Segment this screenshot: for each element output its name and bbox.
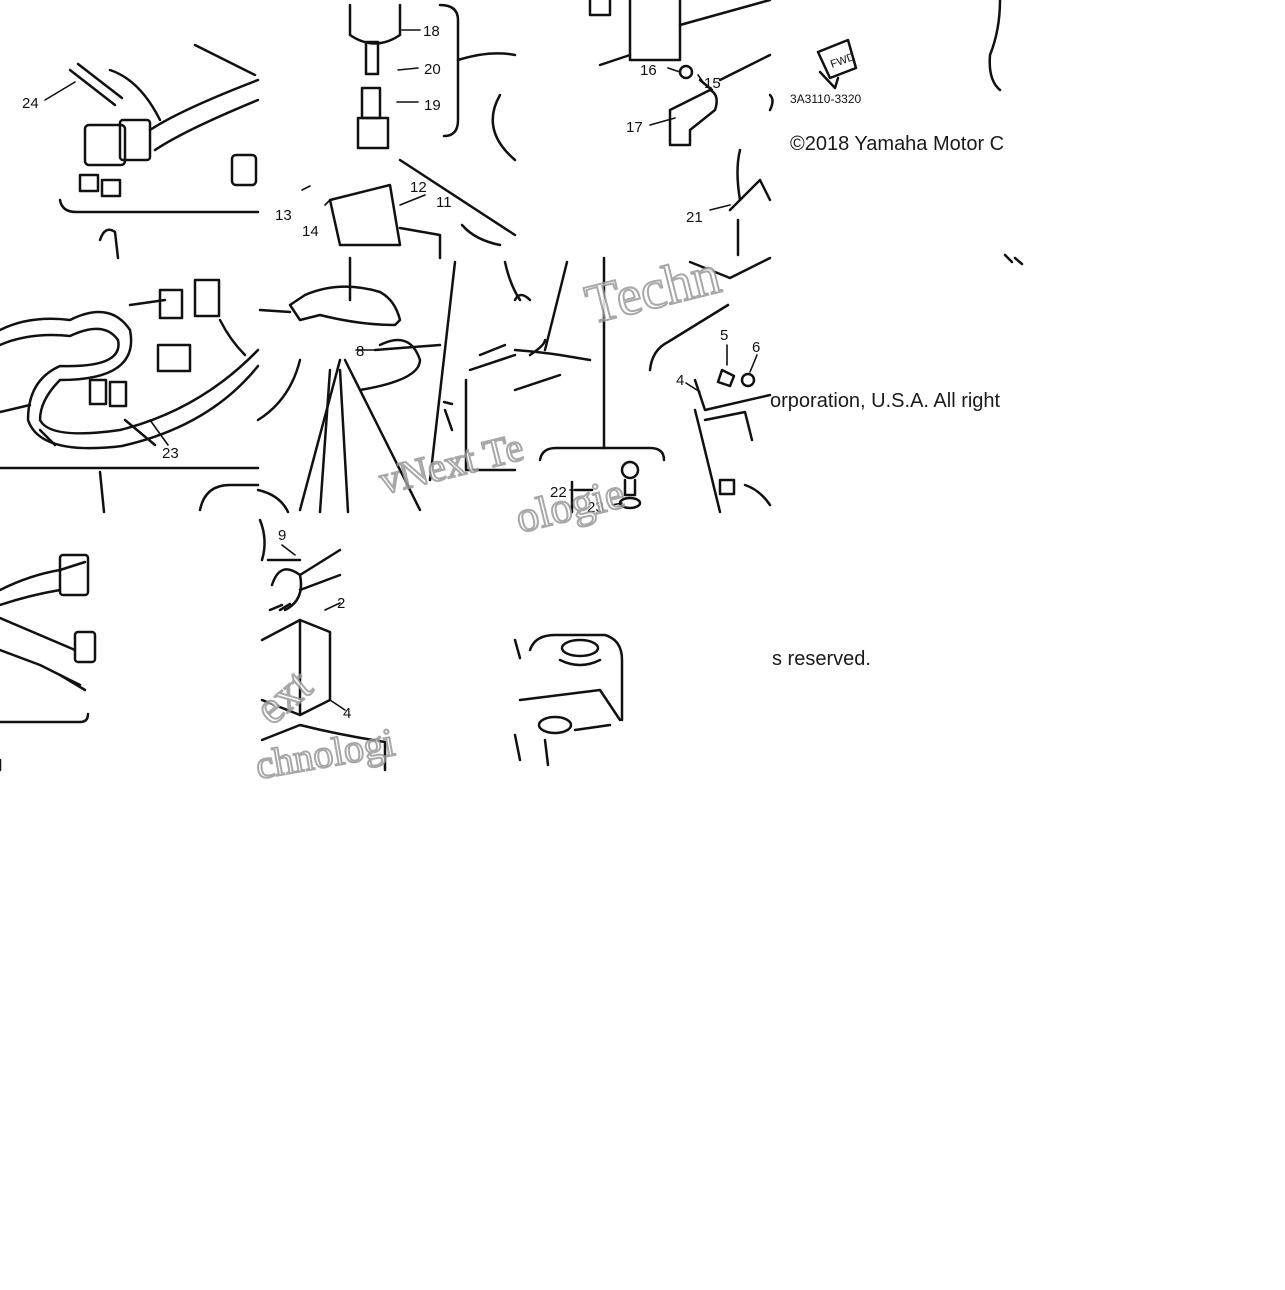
headlight-bracket-drawing bbox=[256, 256, 457, 514]
lower-connector-drawing bbox=[0, 553, 97, 772]
ignition-coil-drawing bbox=[588, 0, 772, 257]
wiring-loom-drawing bbox=[0, 278, 260, 514]
battery-box-drawing bbox=[258, 518, 387, 772]
callout-16: 17 bbox=[626, 119, 643, 136]
rod-screws-drawing bbox=[513, 256, 772, 514]
copyright-line-1: ©2018 Yamaha Motor C bbox=[790, 133, 1005, 155]
callout-13: 14 bbox=[302, 223, 319, 240]
callout-numbers: 24 18 20 19 12 11 13 14 16 15 17 21 23 5… bbox=[22, 23, 760, 722]
callout-14: 15 bbox=[704, 75, 721, 92]
callout-17: 18 bbox=[423, 23, 440, 40]
callout-2: 2 bbox=[337, 595, 345, 612]
callout-6: 5 bbox=[720, 327, 728, 344]
callout-15: 16 bbox=[640, 62, 657, 79]
callout-11: 12 bbox=[410, 179, 427, 196]
callout-5: 4 bbox=[676, 372, 684, 389]
callout-7: 6 bbox=[752, 339, 760, 356]
mounting-bracket-drawing bbox=[693, 368, 772, 514]
part-code: 3A3110-3320 bbox=[790, 92, 862, 106]
callout-20: 21 bbox=[686, 209, 703, 226]
callout-12: 13 bbox=[275, 207, 292, 224]
fwd-label: FWD bbox=[829, 51, 857, 71]
callout-8: 8 bbox=[356, 343, 364, 360]
callout-9: 9 bbox=[278, 527, 286, 544]
switch-bracket-drawing bbox=[328, 3, 517, 260]
callout-4: 4 bbox=[343, 705, 351, 722]
casting-drawing bbox=[513, 633, 624, 767]
callout-19: 20 bbox=[424, 61, 441, 78]
callout-24: 24 bbox=[22, 95, 39, 112]
copyright-line-3: s reserved. bbox=[772, 648, 871, 670]
callout-23: 23 bbox=[162, 445, 179, 462]
copyright-line-2: orporation, U.S.A. All right bbox=[770, 390, 1001, 412]
battery-clamp-drawing bbox=[442, 260, 562, 472]
callout-leaders bbox=[44, 29, 758, 711]
fwd-arrow-drawing bbox=[768, 0, 1024, 266]
callout-10: 11 bbox=[436, 194, 452, 211]
callout-18: 19 bbox=[424, 97, 441, 114]
callout-21: 22 bbox=[550, 484, 567, 501]
connector-harness-drawing bbox=[58, 43, 260, 260]
callout-22: 23 bbox=[587, 499, 604, 516]
